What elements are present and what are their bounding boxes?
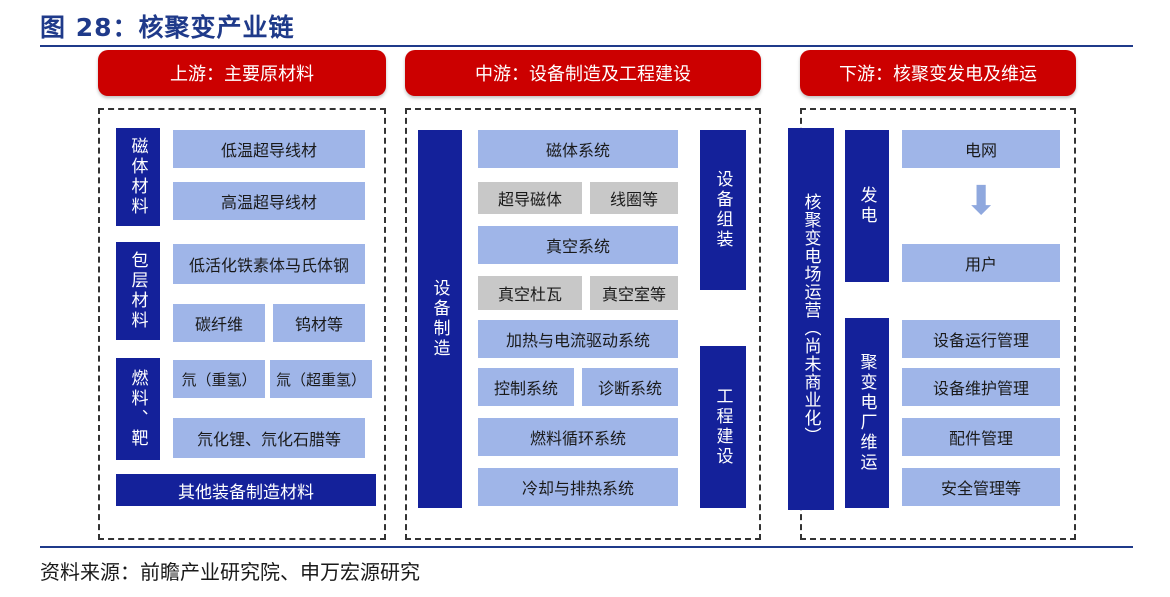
vacuum-chamber: 真空室等 — [590, 276, 678, 310]
ferritic-martensitic-steel: 低活化铁素体马氏体钢 — [173, 244, 365, 284]
fuel-cycle-system: 燃料循环系统 — [478, 418, 678, 456]
engineering-construction-label: 工程建设 — [700, 346, 746, 508]
power-generation-label: 发电 — [845, 130, 889, 282]
header-downstream: 下游：核聚变发电及维运 — [800, 50, 1076, 96]
upstream-frame — [98, 108, 386, 540]
safety-management: 安全管理等 — [902, 468, 1060, 506]
fusion-plant-maintenance-label: 聚变电厂维运 — [845, 318, 889, 508]
fuel-target-label: 燃料、靶 — [116, 358, 160, 460]
tritium: 氚（超重氢） — [270, 360, 372, 398]
power-grid: 电网 — [902, 130, 1060, 168]
source-note: 资料来源：前瞻产业研究院、申万宏源研究 — [40, 560, 420, 584]
control-system: 控制系统 — [478, 368, 574, 406]
header-midstream: 中游：设备制造及工程建设 — [405, 50, 761, 96]
low-temp-superconductor: 低温超导线材 — [173, 130, 365, 168]
diagnostic-system: 诊断系统 — [582, 368, 678, 406]
deuteride-materials: 氘化锂、氘化石腊等 — [173, 418, 365, 458]
arrow-down-icon: ⬇ — [964, 178, 998, 224]
tungsten-material: 钨材等 — [273, 304, 365, 342]
cladding-material-label: 包层材料 — [116, 242, 160, 340]
superconducting-magnet: 超导磁体 — [478, 182, 582, 214]
other-equipment-materials: 其他装备制造材料 — [116, 474, 376, 506]
cooling-heat-removal-system: 冷却与排热系统 — [478, 468, 678, 506]
magnet-system: 磁体系统 — [478, 130, 678, 168]
magnet-material-label: 磁体材料 — [116, 128, 160, 226]
carbon-fiber: 碳纤维 — [173, 304, 265, 342]
equipment-assembly-label: 设备组装 — [700, 130, 746, 290]
equipment-manufacturing-label: 设备制造 — [418, 130, 462, 508]
parts-management: 配件管理 — [902, 418, 1060, 456]
users: 用户 — [902, 244, 1060, 282]
page-title: 图 28：核聚变产业链 — [40, 13, 295, 42]
coils: 线圈等 — [590, 182, 678, 214]
bottom-rule — [40, 546, 1133, 548]
vacuum-system: 真空系统 — [478, 226, 678, 264]
deuterium: 氘（重氢） — [173, 360, 265, 398]
header-upstream: 上游：主要原材料 — [98, 50, 386, 96]
equipment-operation-management: 设备运行管理 — [902, 320, 1060, 358]
vacuum-dewar: 真空杜瓦 — [478, 276, 582, 310]
midstream-frame — [405, 108, 761, 540]
high-temp-superconductor: 高温超导线材 — [173, 182, 365, 220]
equipment-maintenance-management: 设备维护管理 — [902, 368, 1060, 406]
top-rule — [40, 45, 1133, 47]
fusion-plant-operation-label: 核聚变电场运营（尚未商业化） — [788, 128, 834, 510]
heating-current-drive-system: 加热与电流驱动系统 — [478, 320, 678, 358]
